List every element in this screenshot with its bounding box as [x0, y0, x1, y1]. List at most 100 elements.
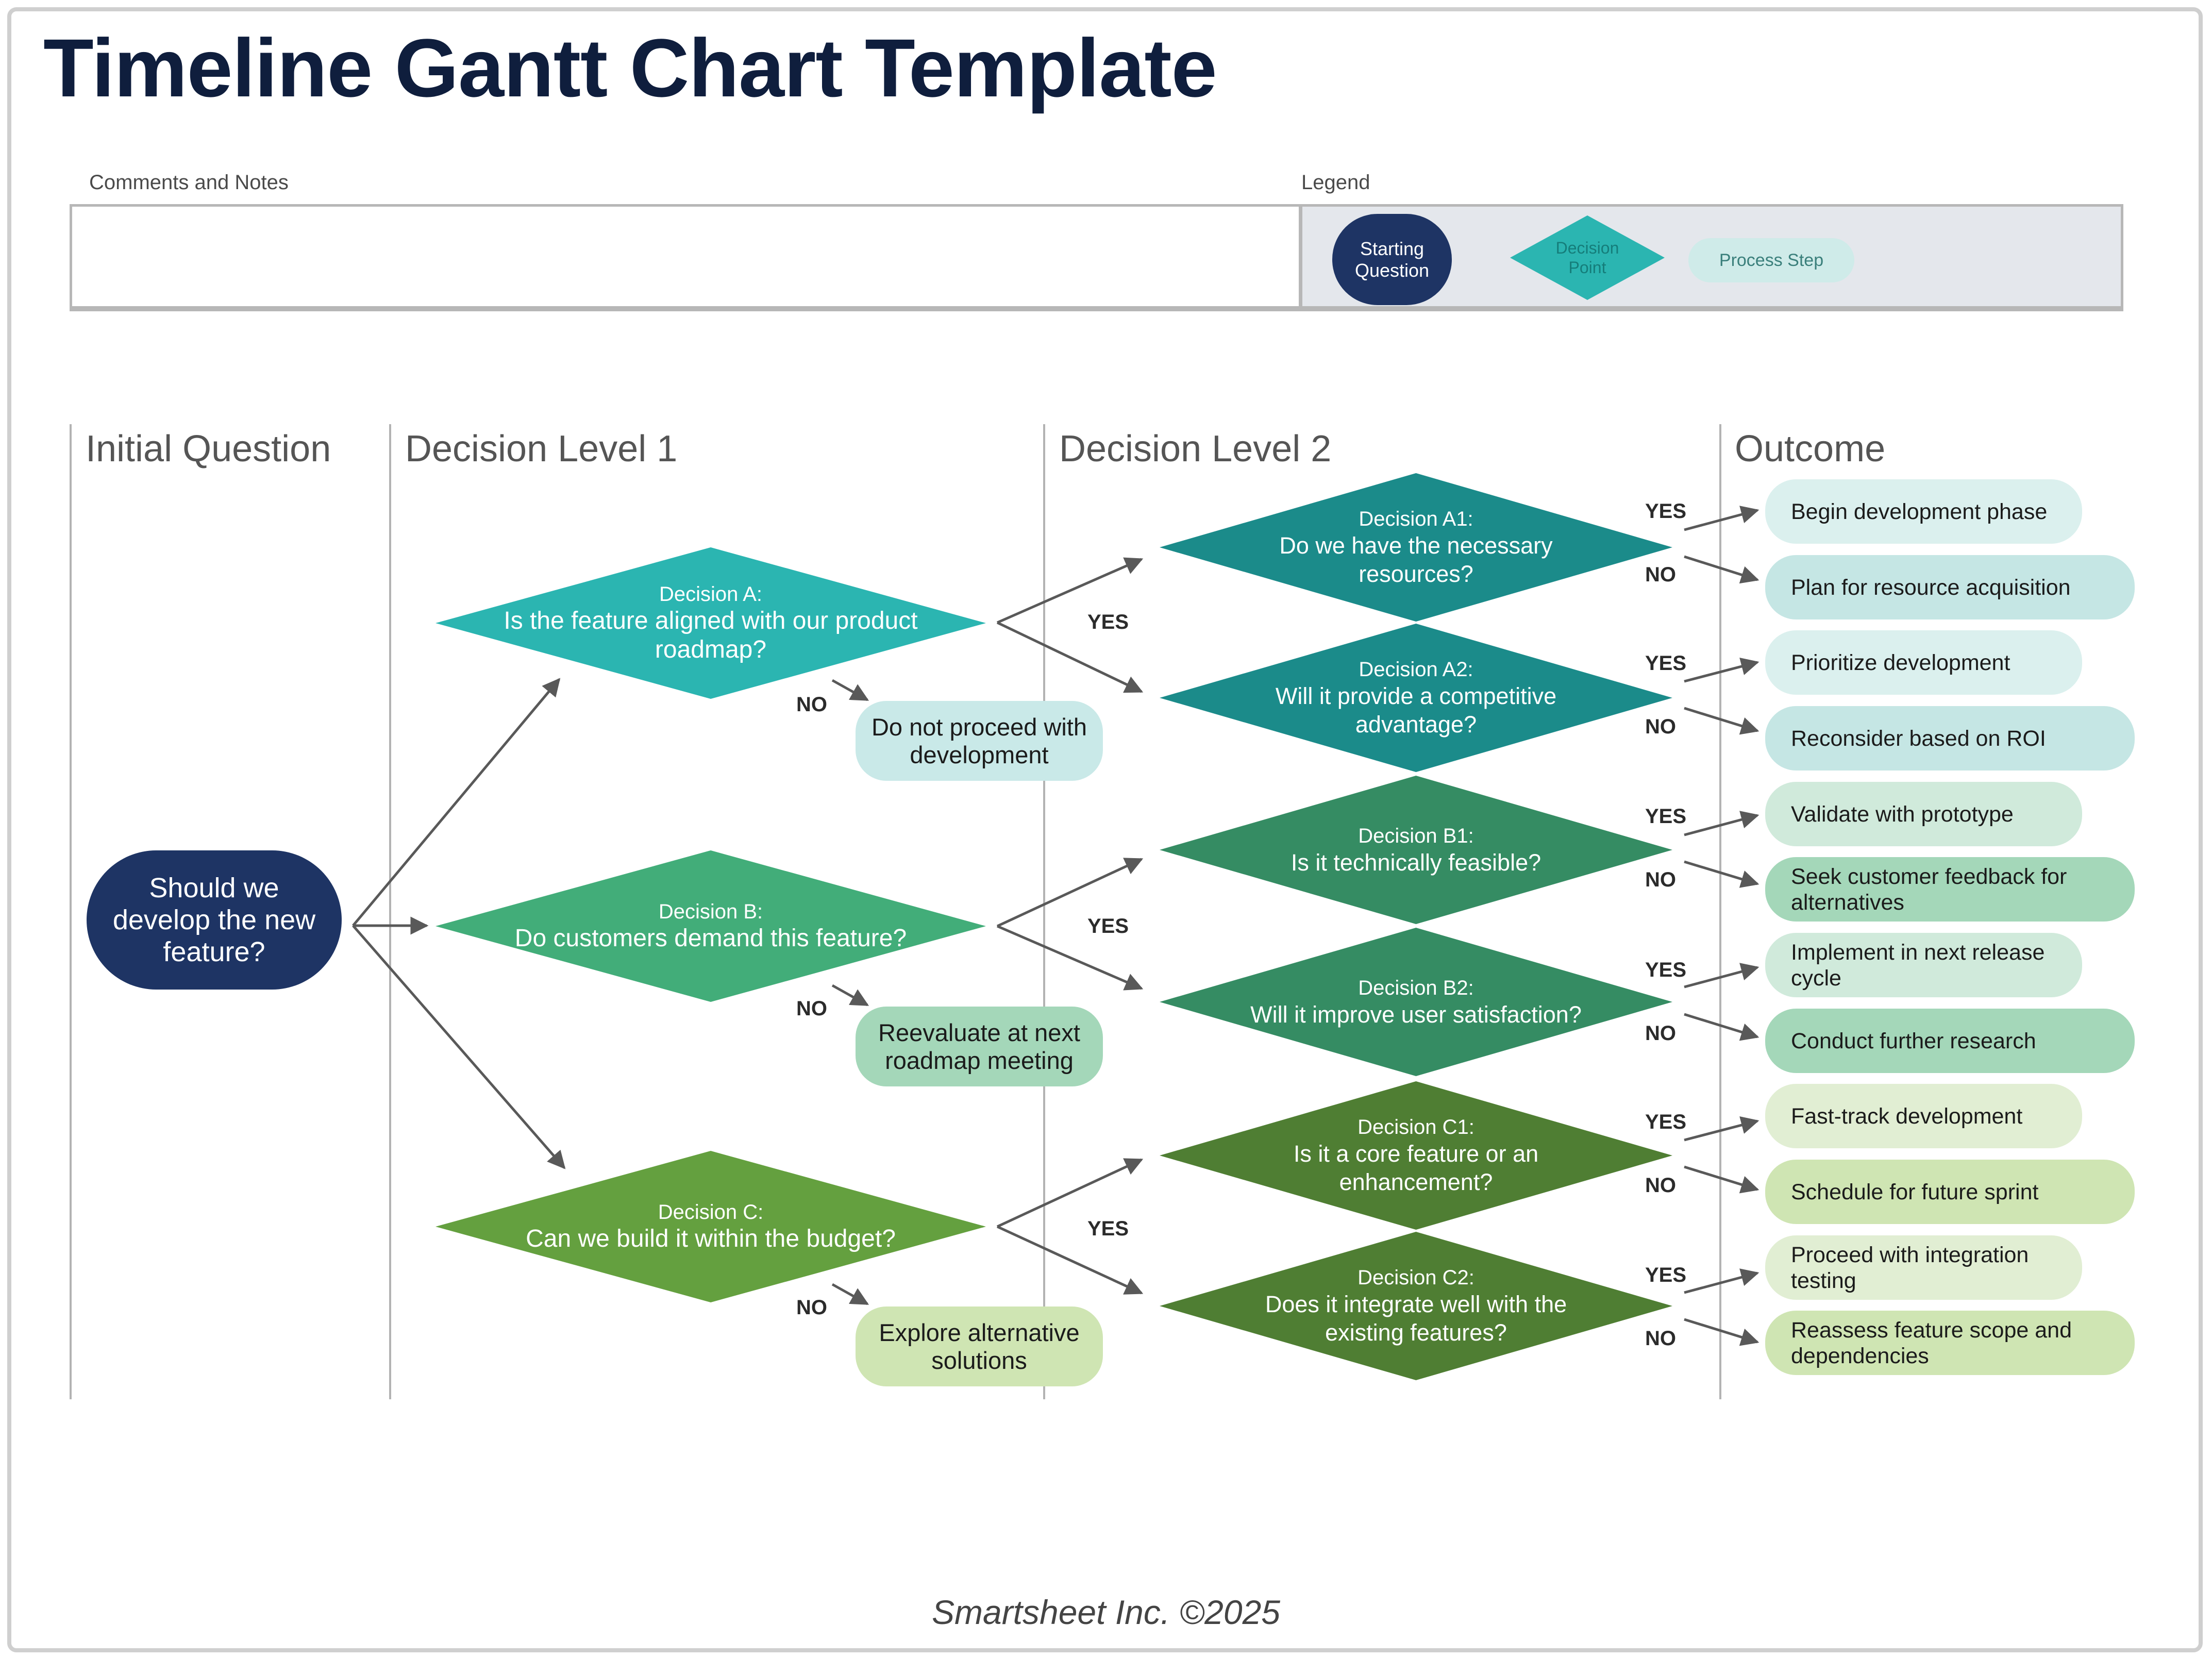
- comments-notes-field[interactable]: [70, 204, 1301, 311]
- arrow-C-to-C1: [996, 1158, 1144, 1228]
- arrow-B-no: [831, 984, 869, 1007]
- decision-C-heading: Decision C:: [658, 1201, 764, 1224]
- legend-process-step: Process Step: [1688, 238, 1854, 282]
- footer-copyright: Smartsheet Inc. ©2025: [932, 1593, 1280, 1631]
- arrow-B1-yes: [1684, 811, 1759, 836]
- decision-B2-heading: Decision B2:: [1358, 976, 1474, 999]
- legend-decision-point-label: Decision Point: [1555, 239, 1619, 277]
- arrow-B2-no: [1684, 1013, 1759, 1041]
- column-divider: [70, 424, 72, 1399]
- outcome-C2-yes-text: Proceed with integration testing: [1791, 1242, 2029, 1293]
- outcome-B1-no-text: Seek customer feedback for alternatives: [1791, 864, 2067, 915]
- edge-label-B2-yes: YES: [1645, 959, 1687, 981]
- arrow-A-to-A1: [996, 557, 1144, 624]
- arrow-start-to-A: [352, 678, 561, 927]
- decision-C2-question: Does it integrate well with the existing…: [1265, 1291, 1567, 1346]
- edge-label-B-no: NO: [796, 997, 827, 1020]
- arrow-B1-no: [1684, 860, 1759, 888]
- decision-C-question: Can we build it within the budget?: [526, 1225, 896, 1252]
- edge-label-C-no: NO: [796, 1296, 827, 1319]
- edge-label-A-no: NO: [796, 693, 827, 716]
- arrow-C2-no: [1684, 1318, 1759, 1346]
- comments-label: Comments and Notes: [89, 171, 289, 194]
- page-title: Timeline Gantt Chart Template: [43, 22, 1217, 114]
- outcome-B1-yes: Validate with prototype: [1765, 782, 2082, 846]
- outcome-A2-no: Reconsider based on ROI: [1765, 706, 2135, 771]
- legend-starting-question-label: Starting Question: [1354, 238, 1430, 281]
- decision-C2-heading: Decision C2:: [1358, 1266, 1474, 1289]
- outcome-A2-no-text: Reconsider based on ROI: [1791, 726, 2046, 751]
- outcome-B2-no-text: Conduct further research: [1791, 1028, 2036, 1053]
- column-divider: [389, 424, 391, 1399]
- arrow-A2-no: [1684, 707, 1759, 735]
- outcome-C2-no: Reassess feature scope and dependencies: [1765, 1311, 2135, 1375]
- arrow-A2-yes: [1684, 658, 1759, 683]
- outcome-C1-yes-text: Fast-track development: [1791, 1103, 2023, 1129]
- arrow-B-to-B2: [997, 925, 1144, 991]
- column-header-decision-level-2: Decision Level 2: [1059, 428, 1332, 470]
- outcome-A1-no-text: Plan for resource acquisition: [1791, 575, 2071, 600]
- arrow-A1-no: [1684, 555, 1759, 584]
- column-header-outcome: Outcome: [1735, 428, 1886, 470]
- decision-A-no-outcome-text: Do not proceed with development: [871, 713, 1087, 768]
- column-divider: [1719, 424, 1721, 1399]
- arrow-B-to-B1: [996, 858, 1144, 928]
- decision-A-no-outcome: Do not proceed with development: [856, 701, 1103, 781]
- decision-A1-heading: Decision A1:: [1359, 508, 1473, 530]
- edge-label-A-yes: YES: [1087, 611, 1129, 633]
- column-header-decision-level-1: Decision Level 1: [405, 428, 678, 470]
- outcome-B1-no: Seek customer feedback for alternatives: [1765, 857, 2135, 922]
- outcome-B1-yes-text: Validate with prototype: [1791, 801, 2014, 827]
- arrow-A-no: [831, 679, 869, 701]
- decision-B1-question: Is it technically feasible?: [1291, 849, 1541, 876]
- arrow-C-to-C2: [996, 1225, 1144, 1295]
- outcome-A2-yes: Prioritize development: [1765, 630, 2082, 695]
- decision-A2-question: Will it provide a competitive advantage?: [1275, 683, 1557, 738]
- edge-label-A1-yes: YES: [1645, 500, 1687, 523]
- legend-starting-question: Starting Question: [1332, 214, 1452, 305]
- arrow-C-no: [831, 1283, 869, 1305]
- decision-C-no-outcome-text: Explore alternative solutions: [879, 1318, 1080, 1374]
- decision-A1-question: Do we have the necessary resources?: [1279, 532, 1553, 587]
- outcome-C1-yes: Fast-track development: [1765, 1084, 2082, 1148]
- outcome-C2-yes: Proceed with integration testing: [1765, 1235, 2082, 1300]
- decision-B-no-outcome-text: Reevaluate at next roadmap meeting: [878, 1018, 1080, 1074]
- edge-label-C2-no: NO: [1645, 1327, 1676, 1350]
- arrow-C2-yes: [1684, 1268, 1759, 1294]
- edge-label-C1-no: NO: [1645, 1174, 1676, 1197]
- arrow-A-to-A2: [996, 621, 1144, 693]
- column-header-initial-question: Initial Question: [86, 428, 331, 470]
- outcome-A1-yes: Begin development phase: [1765, 479, 2082, 544]
- decision-B1-heading: Decision B1:: [1358, 824, 1474, 847]
- decision-B2-question: Will it improve user satisfaction?: [1250, 1001, 1582, 1028]
- decision-B-heading: Decision B:: [658, 900, 763, 923]
- start-question-node: Should we develop the new feature?: [87, 850, 342, 990]
- outcome-B2-no: Conduct further research: [1765, 1009, 2135, 1073]
- legend-process-step-label: Process Step: [1719, 250, 1824, 270]
- page-frame: [7, 7, 2203, 1652]
- arrow-B2-yes: [1684, 963, 1759, 989]
- decision-A-heading: Decision A:: [659, 583, 763, 606]
- arrow-A1-yes: [1684, 506, 1759, 531]
- edge-label-B1-yes: YES: [1645, 805, 1687, 828]
- decision-B-question: Do customers demand this feature?: [514, 925, 907, 952]
- decision-A2-heading: Decision A2:: [1359, 658, 1473, 681]
- arrow-C1-yes: [1684, 1116, 1759, 1142]
- outcome-A1-yes-text: Begin development phase: [1791, 499, 2048, 524]
- edge-label-A1-no: NO: [1645, 563, 1676, 586]
- outcome-B2-yes-text: Implement in next release cycle: [1791, 940, 2045, 991]
- edge-label-A2-no: NO: [1645, 715, 1676, 738]
- edge-label-C-yes: YES: [1087, 1217, 1129, 1240]
- decision-B-no-outcome: Reevaluate at next roadmap meeting: [856, 1007, 1103, 1086]
- edge-label-A2-yes: YES: [1645, 652, 1687, 675]
- outcome-C2-no-text: Reassess feature scope and dependencies: [1791, 1317, 2072, 1368]
- start-question-text: Should we develop the new feature?: [112, 873, 316, 967]
- edge-label-B1-no: NO: [1645, 868, 1676, 891]
- outcome-B2-yes: Implement in next release cycle: [1765, 933, 2082, 997]
- edge-label-C1-yes: YES: [1645, 1111, 1687, 1133]
- column-divider: [1043, 424, 1045, 1399]
- edge-label-B2-no: NO: [1645, 1022, 1676, 1045]
- outcome-C1-no: Schedule for future sprint: [1765, 1160, 2135, 1224]
- arrow-start-to-C: [352, 925, 566, 1169]
- outcome-C1-no-text: Schedule for future sprint: [1791, 1179, 2039, 1204]
